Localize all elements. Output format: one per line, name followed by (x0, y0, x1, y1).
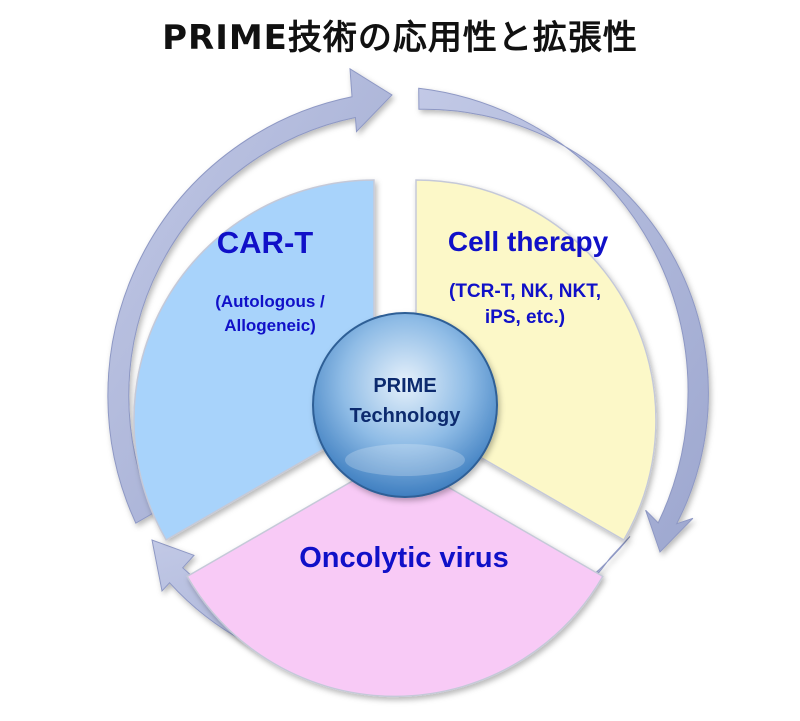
page-title: PRIME技術の応用性と拡張性 (162, 18, 638, 58)
oncolytic-virus-title: Oncolytic virus (299, 542, 509, 574)
center-line1: PRIME (373, 375, 436, 397)
car-t-title: CAR-T (217, 225, 313, 260)
cell-therapy-detail-line2: iPS, etc.) (485, 307, 565, 328)
cell-therapy-title: Cell therapy (448, 226, 609, 257)
car-t-detail-line2: Allogeneic) (224, 316, 316, 335)
cell-therapy-detail-line1: (TCR-T, NK, NKT, (449, 281, 601, 302)
center-line2: Technology (350, 405, 462, 427)
arrow-cell-therapy (418, 87, 709, 553)
car-t-detail-line1: (Autologous / (215, 292, 325, 311)
segment-car-t (133, 179, 375, 542)
segment-oncolytic-virus (186, 455, 604, 697)
center-hub: PRIME Technology (312, 312, 498, 498)
